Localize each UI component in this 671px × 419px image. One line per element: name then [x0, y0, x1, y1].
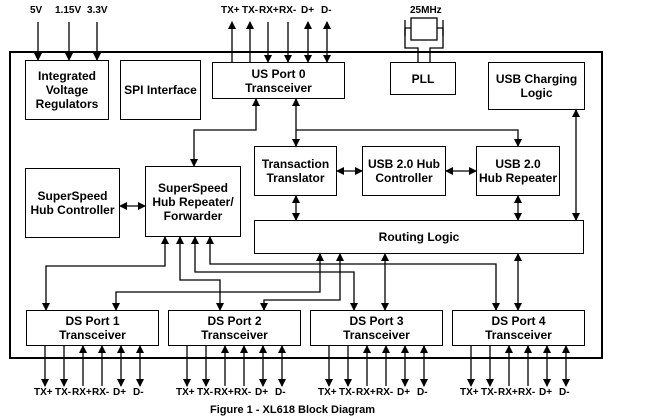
ds-port-2-line-2: Transceiver [201, 328, 268, 342]
power-label-1v15: 1.15V [55, 5, 82, 16]
ds1-signal-label: D+ [113, 387, 127, 398]
pll-block: PLL [390, 62, 456, 95]
ds2-signal-label: RX+ [214, 387, 234, 398]
ds-port-2-transceiver-block: DS Port 2 Transceiver [168, 310, 301, 346]
ivr-line-2: Voltage [45, 83, 89, 97]
routing-logic-label: Routing Logic [378, 230, 460, 244]
connection-lines [34, 21, 580, 387]
ds2-signal-label: TX- [197, 387, 214, 398]
ivr-line-3: Regulators [35, 97, 99, 111]
us-signal-label: TX+ [221, 5, 240, 16]
ds1-signal-label: RX+ [72, 387, 92, 398]
ss-repeater-line-3: Forwarder [163, 208, 223, 223]
superspeed-hub-controller-block: SuperSpeed Hub Controller [25, 168, 120, 238]
hub-controller-line-1: USB 2.0 Hub [367, 157, 440, 171]
pll-label: PLL [411, 71, 435, 86]
ss-hub-controller-line-2: Hub Controller [30, 203, 115, 217]
ds-port-2-line-1: DS Port 2 [207, 314, 262, 328]
ivr-line-1: Integrated [37, 69, 96, 83]
ds2-signal-label: D- [275, 387, 286, 398]
ss-hub-controller-line-1: SuperSpeed [37, 189, 108, 203]
usb-charging-line-1: USB Charging [495, 72, 578, 86]
ds3-signal-label: D- [417, 387, 428, 398]
hub-repeater-line-1: USB 2.0 [495, 157, 541, 171]
superspeed-hub-repeater-block: SuperSpeed Hub Repeater/ Forwarder [145, 166, 241, 237]
ss-repeater-line-2: Hub Repeater/ [152, 194, 234, 209]
ds-port-1-line-2: Transceiver [59, 328, 126, 342]
spi-interface-block: SPI Interface [120, 60, 201, 120]
ds-port-4-line-1: DS Port 4 [491, 314, 546, 328]
ds1-signal-label: TX+ [34, 387, 53, 398]
ds4-signal-label: D+ [539, 387, 553, 398]
usb-charging-logic-block: USB Charging Logic [488, 62, 585, 110]
tt-line-2: Translator [266, 171, 325, 185]
ds4-signal-label: RX- [518, 387, 536, 398]
ds3-signal-label: RX+ [356, 387, 376, 398]
power-label-3v3: 3.3V [87, 5, 108, 16]
ds4-signal-label: D- [559, 387, 570, 398]
usb-charging-line-2: Logic [520, 86, 553, 100]
ds3-signal-label: TX+ [318, 387, 337, 398]
ds4-signal-label: TX+ [460, 387, 479, 398]
ds-port-3-line-2: Transceiver [343, 328, 410, 342]
us-port-0-line-2: Transceiver [245, 80, 312, 95]
us-signal-label: D+ [301, 5, 315, 16]
spi-label: SPI Interface [124, 83, 197, 97]
hub-controller-line-2: Controller [375, 171, 433, 185]
transaction-translator-block: Transaction Translator [254, 146, 337, 196]
ds1-signal-label: D- [133, 387, 144, 398]
us-signal-label: TX- [242, 5, 259, 16]
ds-port-1-line-1: DS Port 1 [65, 314, 120, 328]
ss-repeater-line-1: SuperSpeed [157, 180, 229, 195]
ds-port-3-transceiver-block: DS Port 3 Transceiver [310, 310, 443, 346]
usb2-hub-controller-block: USB 2.0 Hub Controller [362, 146, 446, 196]
figure-caption: Figure 1 - XL618 Block Diagram [210, 404, 376, 416]
clock-frequency-label: 25MHz [410, 5, 442, 16]
ds1-signal-label: RX- [92, 387, 110, 398]
ds2-signal-label: RX- [234, 387, 252, 398]
ds3-signal-label: RX- [376, 387, 394, 398]
crystal-icon [404, 17, 444, 41]
integrated-voltage-regulators-block: Integrated Voltage Regulators [25, 60, 109, 120]
ds2-signal-label: D+ [255, 387, 269, 398]
ds4-signal-label: RX+ [498, 387, 518, 398]
routing-logic-block: Routing Logic [254, 220, 584, 254]
ds3-signal-label: TX- [339, 387, 356, 398]
ds-port-1-transceiver-block: DS Port 1 Transceiver [26, 310, 159, 346]
power-label-5v: 5V [30, 5, 43, 16]
ds1-signal-label: TX- [55, 387, 72, 398]
ds-port-3-line-1: DS Port 3 [349, 314, 404, 328]
us-port-0-transceiver-block: US Port 0 Transceiver [212, 62, 345, 99]
ds-port-4-line-2: Transceiver [485, 328, 552, 342]
ds-port-4-transceiver-block: DS Port 4 Transceiver [452, 310, 585, 346]
tt-line-1: Transaction [261, 157, 330, 171]
us-signal-label: RX- [279, 5, 297, 16]
usb2-hub-repeater-block: USB 2.0 Hub Repeater [476, 146, 560, 196]
ds4-signal-label: TX- [481, 387, 498, 398]
us-signal-label: RX+ [259, 5, 279, 16]
ds3-signal-label: D+ [397, 387, 411, 398]
hub-repeater-line-2: Hub Repeater [478, 171, 558, 185]
ds2-signal-label: TX+ [176, 387, 195, 398]
us-port-0-line-1: US Port 0 [251, 66, 306, 81]
us-signal-label: D- [321, 5, 332, 16]
